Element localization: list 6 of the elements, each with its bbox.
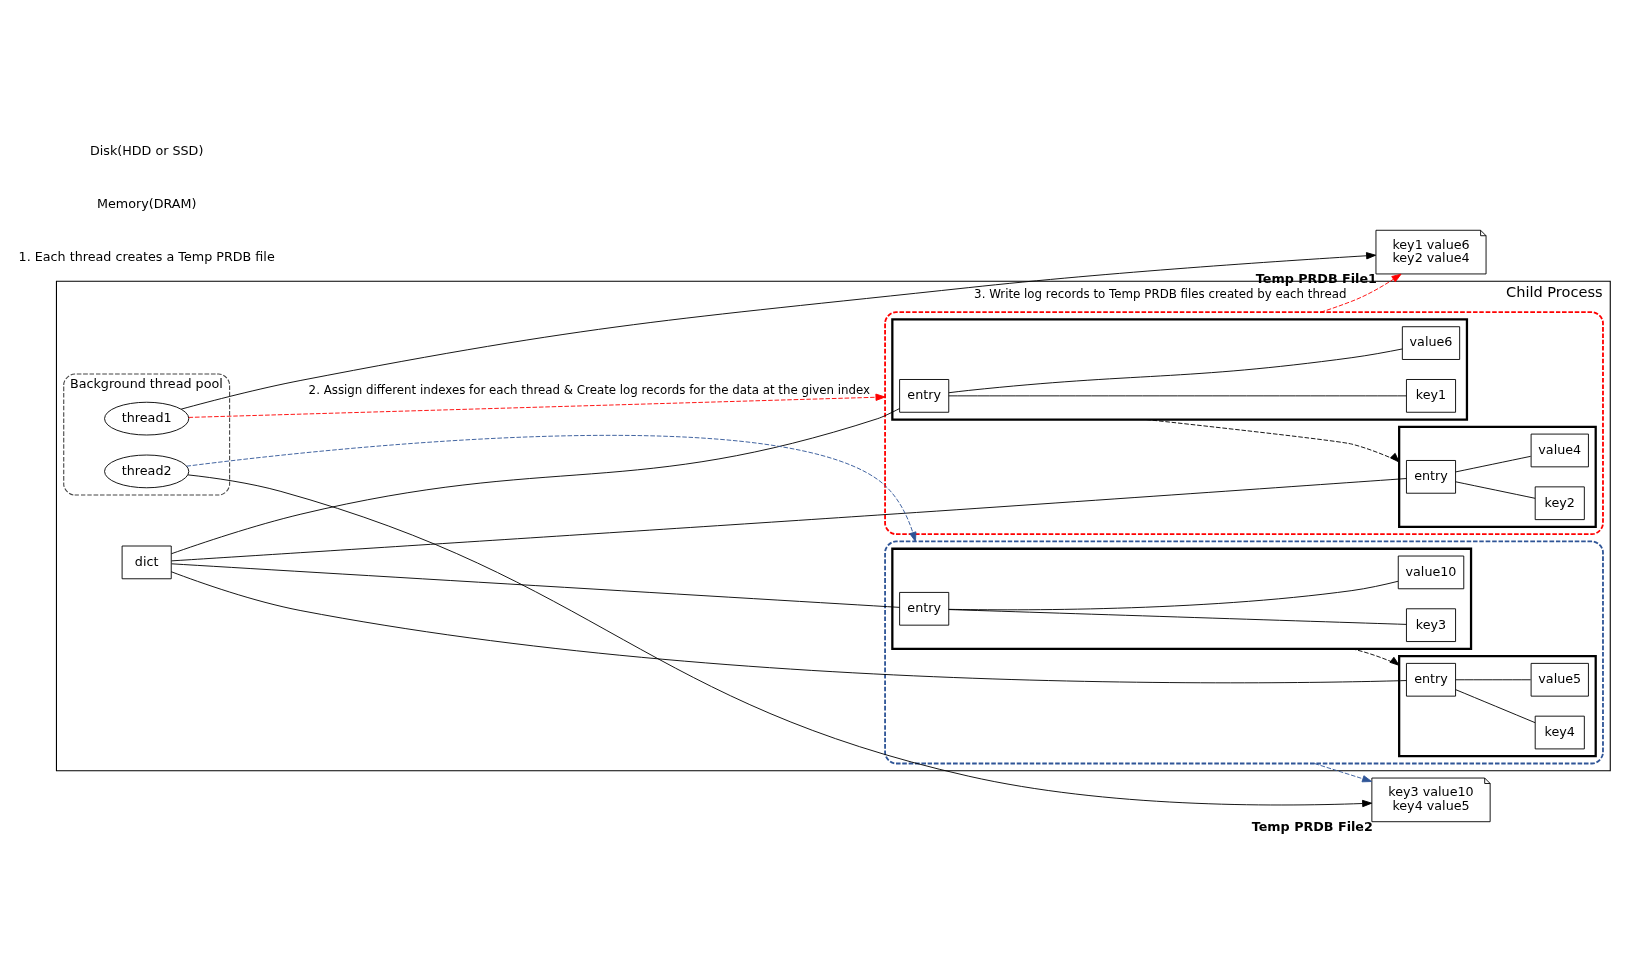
label: Disk(HDD or SSD) bbox=[89, 142, 204, 158]
edge-label: 3. Write log records to Temp PRDB files created by each thread bbox=[974, 286, 1347, 301]
edge-label: 2. Assign different indexes for each thread & Create log records for the data at the given index bbox=[308, 382, 871, 397]
node-label: Temp PRDB File2 bbox=[1251, 818, 1373, 834]
label: Memory(DRAM) bbox=[96, 195, 197, 211]
label: 1. Each thread creates a Temp PRDB file bbox=[18, 248, 275, 264]
